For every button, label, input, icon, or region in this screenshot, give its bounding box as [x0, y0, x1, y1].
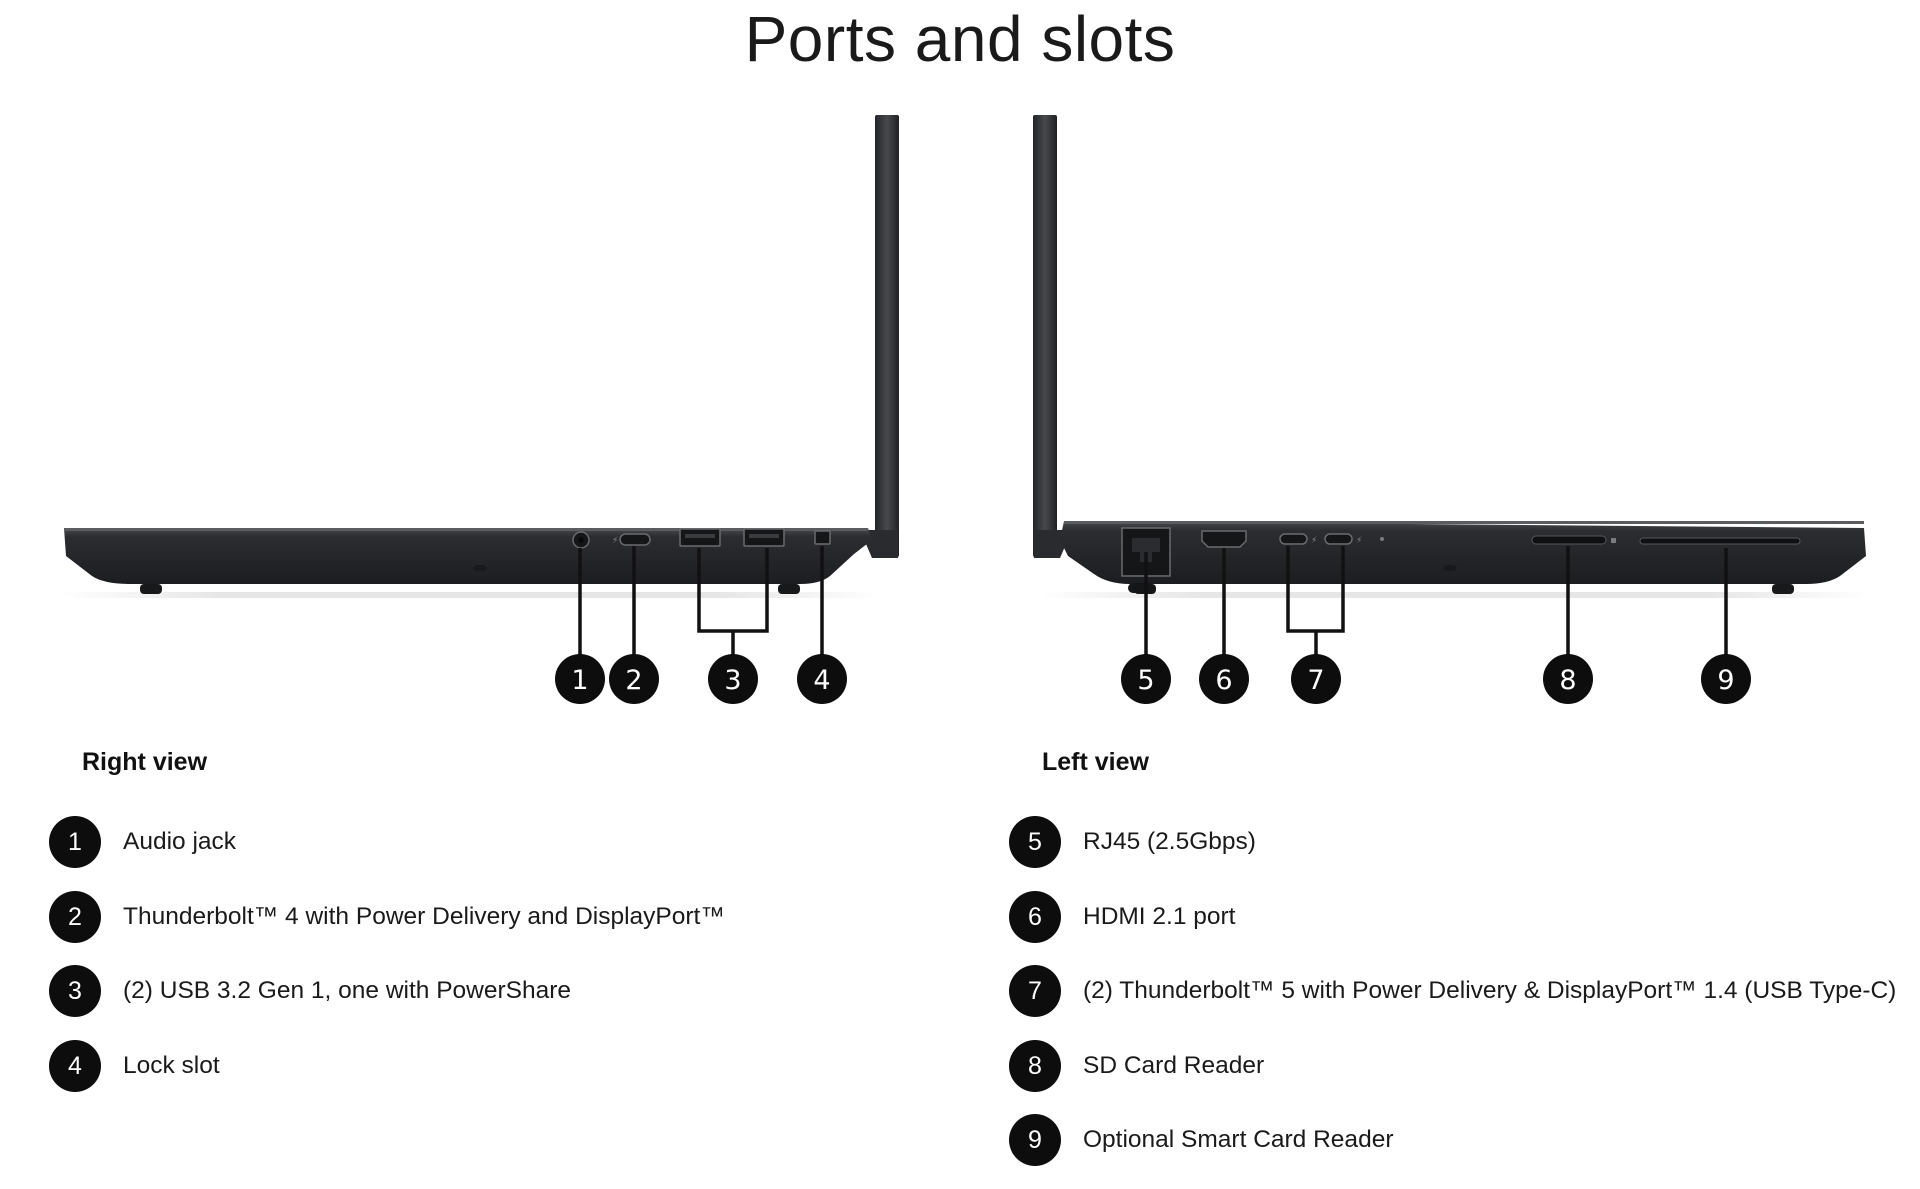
callout-2-number: 2: [625, 665, 642, 696]
legend-label: (2) Thunderbolt™ 5 with Power Delivery &…: [1083, 977, 1897, 1004]
callout-3: 3: [708, 654, 758, 704]
callout-4: 4: [797, 654, 847, 704]
callout-2: 2: [609, 654, 659, 704]
lock-slot-icon: [814, 530, 831, 545]
svg-text:⚡: ⚡: [1311, 536, 1317, 546]
callout-8-number: 8: [1559, 665, 1576, 696]
legend-number-badge: 5: [1009, 816, 1061, 868]
sd-card-slot-icon: [1531, 535, 1607, 545]
lid-left: [1033, 115, 1057, 557]
laptop-right-view: ⚡: [60, 115, 899, 598]
legend-label: Lock slot: [123, 1051, 220, 1079]
legend-label: SD Card Reader: [1083, 1051, 1265, 1079]
callout-7: 7: [1291, 654, 1341, 704]
smart-card-slot-icon: [1639, 537, 1801, 545]
legend-number-badge: 2: [49, 890, 101, 943]
ports-diagram: ⚡ ⚡ ⚡: [60, 115, 1870, 704]
callout-9-number: 9: [1717, 665, 1734, 696]
leader-lines-right: [578, 546, 824, 660]
legend-label: Thunderbolt™ 4 with Power Delivery and D…: [123, 902, 725, 930]
legend-label: HDMI 2.1 port: [1083, 902, 1236, 930]
svg-text:⚡: ⚡: [1356, 536, 1362, 546]
svg-text:⚡: ⚡: [612, 536, 618, 546]
legend-number-badge: 3: [49, 965, 101, 1017]
base-right: [64, 528, 872, 584]
legend-label: (2) USB 3.2 Gen 1, one with PowerShare: [123, 977, 572, 1004]
callout-5-number: 5: [1137, 665, 1154, 696]
legend-label: Optional Smart Card Reader: [1083, 1126, 1394, 1153]
callout-1-number: 1: [571, 665, 588, 696]
legend-number-badge: 9: [1009, 1114, 1061, 1166]
thunderbolt-5-port-icon: [1279, 533, 1308, 545]
callout-4-number: 4: [813, 665, 830, 696]
legend-label: RJ45 (2.5Gbps): [1083, 828, 1256, 855]
callout-6: 6: [1199, 654, 1249, 704]
base-left: [1060, 521, 1866, 584]
legend-number-badge: 7: [1009, 965, 1061, 1017]
leader-lines-left: [1144, 546, 1728, 660]
callout-1: 1: [555, 654, 605, 704]
page-title: Ports and slots: [744, 3, 1176, 75]
callout-6-number: 6: [1215, 665, 1232, 696]
left-view-heading: Left view: [1042, 748, 1149, 776]
callout-9: 9: [1701, 654, 1751, 704]
callout-7-number: 7: [1307, 665, 1324, 696]
laptop-left-view: ⚡ ⚡: [1033, 115, 1870, 598]
thunderbolt-4-port-icon: [619, 533, 651, 546]
audio-jack-icon: [572, 531, 590, 549]
legend-number-badge: 4: [49, 1039, 101, 1092]
legend-label: Audio jack: [123, 828, 237, 855]
callout-3-number: 3: [724, 665, 741, 696]
legend-number-badge: 6: [1009, 890, 1061, 943]
legend-number-badge: 8: [1009, 1039, 1061, 1092]
callout-5: 5: [1121, 654, 1171, 704]
right-view-heading: Right view: [82, 748, 208, 776]
lid-right: [875, 115, 899, 557]
thunderbolt-5-port-icon: [1324, 533, 1353, 545]
legend-number-badge: 1: [49, 816, 101, 868]
hdmi-port-icon: [1201, 530, 1247, 548]
callout-8: 8: [1543, 654, 1593, 704]
